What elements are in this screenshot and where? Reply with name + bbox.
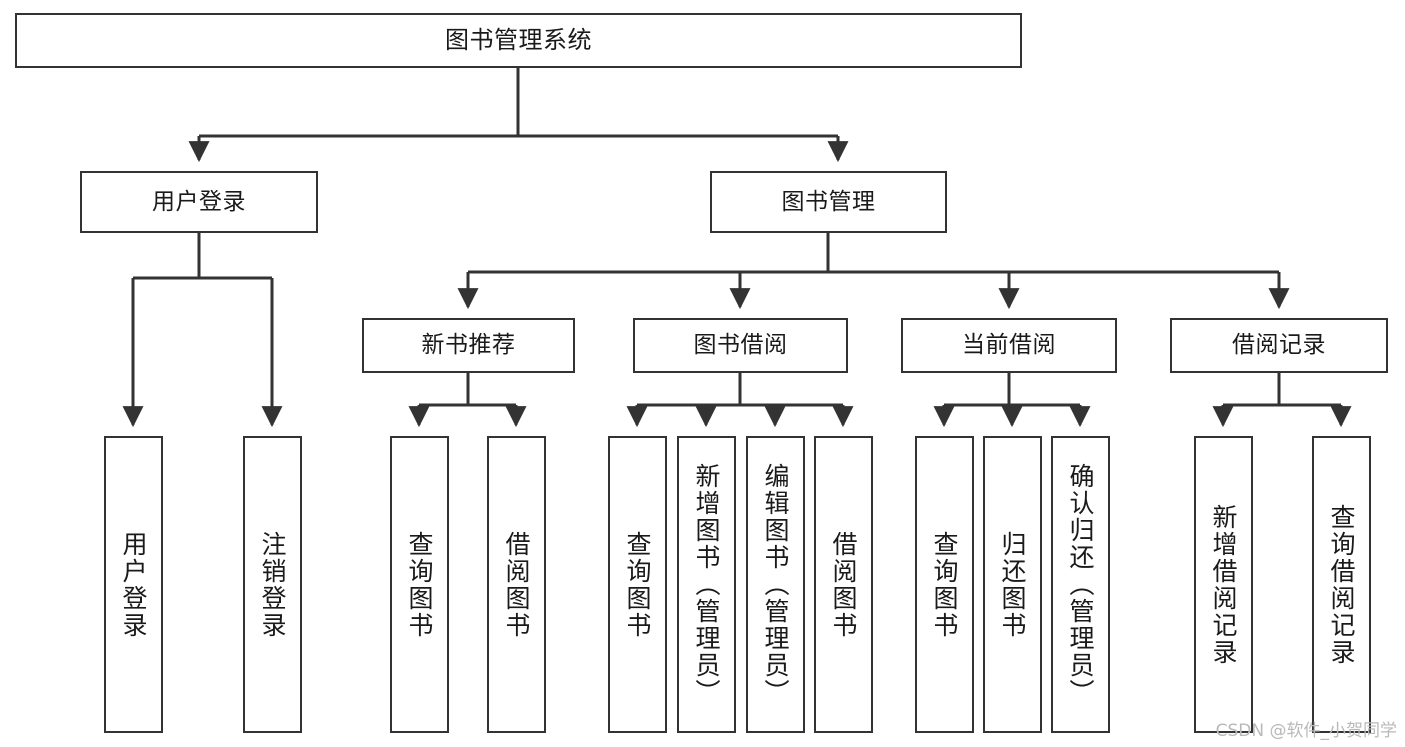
node-leaf-edit-book[interactable]: 编辑图书（管理员） bbox=[746, 436, 805, 733]
node-leaf-borrow-book-1-label: 借阅图书 bbox=[502, 530, 531, 639]
node-user-login-label: 用户登录 bbox=[152, 188, 246, 215]
node-leaf-borrow-book-2-label: 借阅图书 bbox=[829, 530, 858, 639]
node-root[interactable]: 图书管理系统 bbox=[15, 13, 1022, 68]
node-book-manage[interactable]: 图书管理 bbox=[710, 171, 947, 233]
node-leaf-add-record[interactable]: 新增借阅记录 bbox=[1194, 436, 1253, 733]
node-leaf-borrow-book-2[interactable]: 借阅图书 bbox=[814, 436, 873, 733]
node-leaf-logout[interactable]: 注销登录 bbox=[243, 436, 302, 733]
node-leaf-query-book-3[interactable]: 查询图书 bbox=[915, 436, 974, 733]
node-leaf-user-login[interactable]: 用户登录 bbox=[104, 436, 163, 733]
node-leaf-edit-book-label: 编辑图书（管理员） bbox=[761, 463, 790, 706]
watermark: CSDN @软件_小贺同学 bbox=[1215, 721, 1397, 741]
node-leaf-query-book-1[interactable]: 查询图书 bbox=[390, 436, 449, 733]
node-leaf-add-book-label: 新增图书（管理员） bbox=[692, 463, 721, 706]
node-book-borrow-label: 图书借阅 bbox=[693, 332, 788, 359]
node-book-borrow[interactable]: 图书借阅 bbox=[633, 318, 848, 373]
node-leaf-query-book-2-label: 查询图书 bbox=[623, 530, 652, 639]
node-book-manage-label: 图书管理 bbox=[781, 188, 876, 215]
node-borrow-record[interactable]: 借阅记录 bbox=[1170, 318, 1388, 373]
node-new-book-rec[interactable]: 新书推荐 bbox=[362, 318, 575, 373]
node-current-borrow[interactable]: 当前借阅 bbox=[901, 318, 1117, 373]
node-leaf-query-book-2[interactable]: 查询图书 bbox=[608, 436, 667, 733]
node-root-label: 图书管理系统 bbox=[445, 25, 592, 54]
node-leaf-query-record[interactable]: 查询借阅记录 bbox=[1312, 436, 1371, 733]
node-leaf-query-record-label: 查询借阅记录 bbox=[1327, 503, 1356, 666]
node-leaf-return-book[interactable]: 归还图书 bbox=[983, 436, 1042, 733]
node-borrow-record-label: 借阅记录 bbox=[1232, 332, 1326, 359]
node-leaf-user-login-label: 用户登录 bbox=[119, 530, 148, 639]
node-leaf-logout-label: 注销登录 bbox=[258, 530, 287, 639]
node-leaf-add-record-label: 新增借阅记录 bbox=[1209, 503, 1238, 666]
node-new-book-rec-label: 新书推荐 bbox=[421, 332, 516, 359]
node-leaf-confirm-return[interactable]: 确认归还（管理员） bbox=[1051, 436, 1110, 733]
node-leaf-confirm-return-label: 确认归还（管理员） bbox=[1066, 463, 1095, 706]
node-leaf-query-book-1-label: 查询图书 bbox=[405, 530, 434, 639]
node-current-borrow-label: 当前借阅 bbox=[962, 332, 1056, 359]
node-leaf-add-book[interactable]: 新增图书（管理员） bbox=[677, 436, 736, 733]
node-leaf-borrow-book-1[interactable]: 借阅图书 bbox=[487, 436, 546, 733]
node-leaf-query-book-3-label: 查询图书 bbox=[930, 530, 959, 639]
node-leaf-return-book-label: 归还图书 bbox=[998, 530, 1027, 639]
node-user-login[interactable]: 用户登录 bbox=[80, 171, 318, 233]
